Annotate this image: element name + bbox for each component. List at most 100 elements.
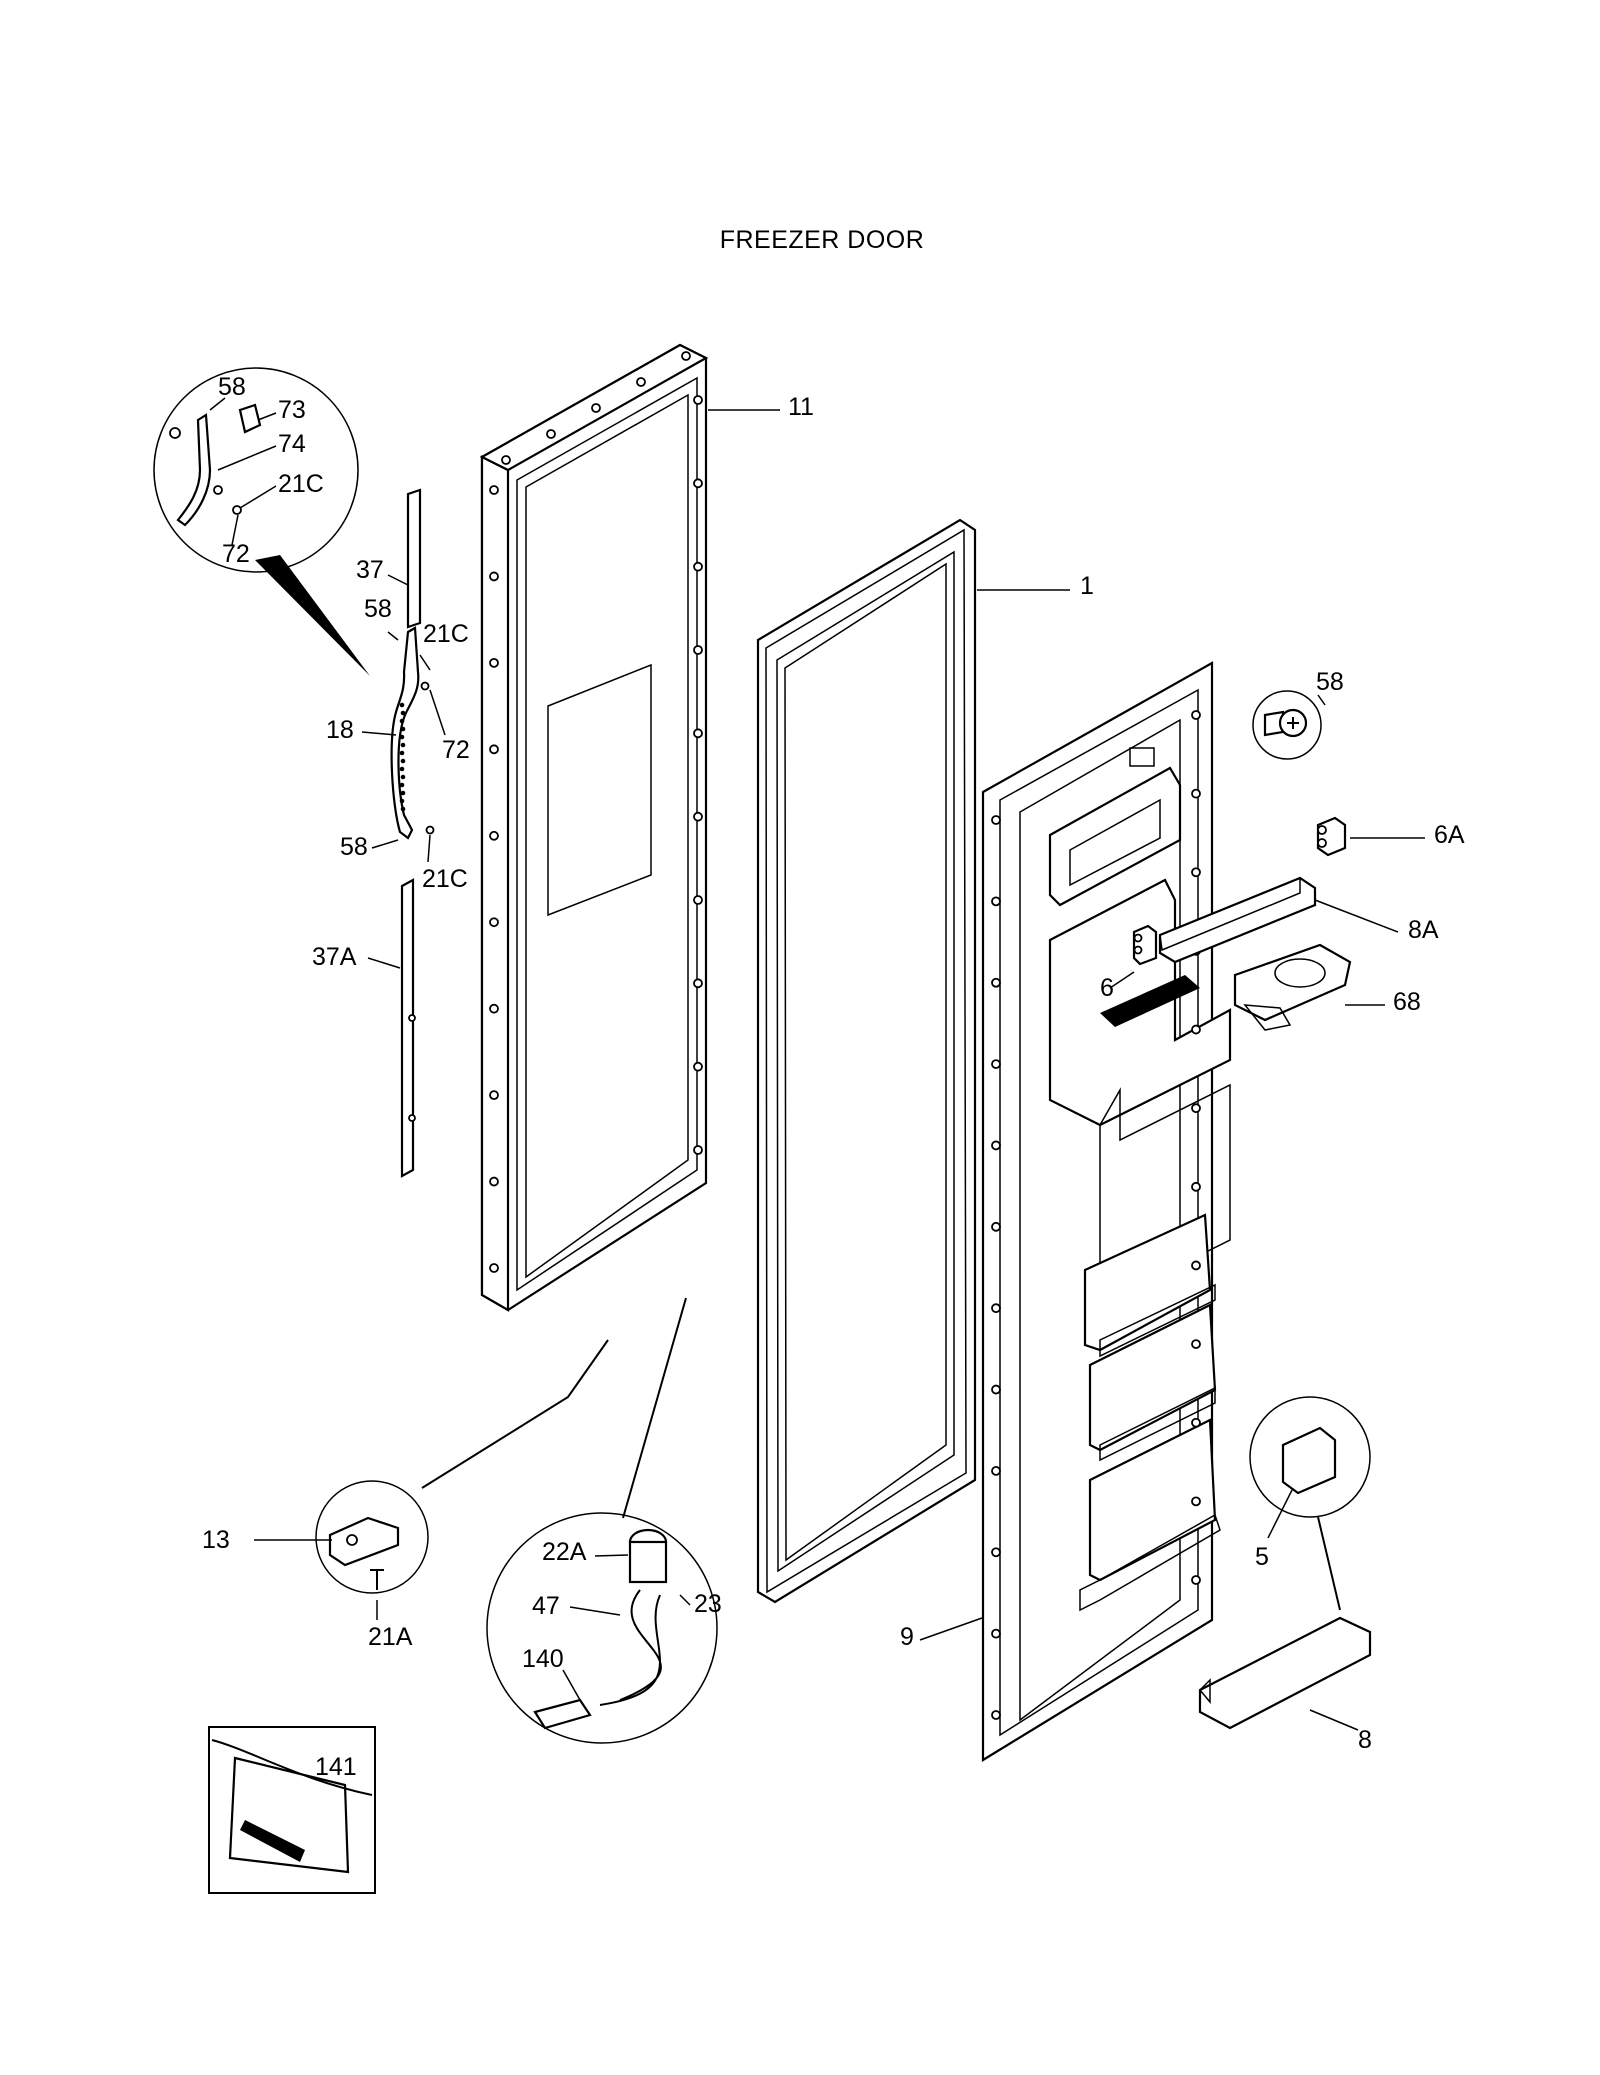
leader-line-c5 xyxy=(1267,1489,1293,1539)
handle-grip-dot xyxy=(399,750,405,756)
liner-left-hole xyxy=(991,1303,1001,1314)
frame-left-hole xyxy=(489,917,499,928)
callout-label-c6: 6 xyxy=(1100,974,1114,1002)
callout-label-c58c: 58 xyxy=(340,833,368,861)
liner-right-hole xyxy=(1191,1260,1201,1271)
bracket-part-8 xyxy=(1198,1616,1372,1730)
frame-left-hole xyxy=(489,485,499,495)
hinge-detail-circle-13 xyxy=(315,1480,429,1594)
leader-line-c22a xyxy=(594,1554,629,1557)
door-frame-part-11 xyxy=(479,343,709,1312)
leader-line-c58a xyxy=(209,397,226,411)
frame-right-hole xyxy=(693,645,703,655)
callout-label-c18: 18 xyxy=(326,716,354,744)
callout-label-c8a: 8A xyxy=(1408,916,1439,944)
liner-right-hole xyxy=(1191,788,1201,799)
frame-top-hole xyxy=(681,351,691,361)
callout-label-c58a: 58 xyxy=(218,373,246,401)
liner-left-hole xyxy=(991,1547,1001,1558)
callout-label-c21c_b: 21C xyxy=(423,620,469,648)
frame-left-hole xyxy=(489,657,499,668)
frame-left-hole xyxy=(489,1263,499,1273)
frame-right-hole xyxy=(693,1145,703,1155)
leader-line-c18 xyxy=(361,731,397,736)
frame-top-hole xyxy=(636,377,646,387)
callout-label-c47: 47 xyxy=(532,1592,560,1620)
handle-grip-dot xyxy=(399,782,405,788)
liner-left-hole xyxy=(991,1140,1001,1151)
callout-label-c37a: 37A xyxy=(312,943,357,971)
handle-grip-dot xyxy=(400,726,406,732)
leader-line-c72_a xyxy=(231,514,239,546)
detail-link-switch xyxy=(622,1297,687,1519)
frame-right-hole xyxy=(693,728,703,739)
callout-label-c68: 68 xyxy=(1393,988,1421,1016)
callout-label-c13: 13 xyxy=(202,1526,230,1554)
callout-leaders xyxy=(209,397,1425,1731)
handle-grip-dot xyxy=(400,774,406,780)
leader-line-c73 xyxy=(257,412,277,421)
callout-label-c1: 1 xyxy=(1080,572,1094,600)
liner-right-hole xyxy=(1191,1496,1201,1507)
leader-line-c8 xyxy=(1309,1709,1359,1731)
frame-left-hole xyxy=(489,1090,499,1101)
handle-grip-dot xyxy=(400,806,406,812)
handle-grip-dot xyxy=(400,790,406,796)
frame-top-hole xyxy=(591,403,601,413)
liner-left-hole xyxy=(991,1466,1001,1476)
bracket-part-6 xyxy=(1132,924,1158,966)
handle-grip-dot xyxy=(400,710,406,716)
frame-right-hole xyxy=(693,478,703,489)
inset-box-141 xyxy=(208,1726,376,1894)
trim-part-37a xyxy=(400,878,416,1178)
leader-line-c8a xyxy=(1314,899,1399,933)
leader-line-c37a xyxy=(367,957,401,969)
detail-link-13 xyxy=(421,1339,609,1489)
callout-label-c58b: 58 xyxy=(364,595,392,623)
rail-part-8a xyxy=(1158,876,1317,964)
leader-line-c23 xyxy=(679,1594,691,1606)
screw-detail-58 xyxy=(1252,690,1322,760)
frame-top-hole xyxy=(501,455,511,465)
liner-right-hole xyxy=(1191,1024,1201,1035)
frame-left-hole xyxy=(489,1176,499,1187)
callout-label-c23: 23 xyxy=(694,1590,722,1618)
leader-line-c74 xyxy=(217,445,277,471)
leader-line-c58b xyxy=(387,631,399,641)
callout-label-c141: 141 xyxy=(315,1753,357,1781)
callout-label-c21c_c: 21C xyxy=(422,865,468,893)
leader-line-c9 xyxy=(919,1617,983,1641)
callout-label-c72_a: 72 xyxy=(222,540,250,568)
callout-label-c58d: 58 xyxy=(1316,668,1344,696)
callout-label-c73: 73 xyxy=(278,396,306,424)
liner-left-hole xyxy=(991,977,1001,988)
callout-label-c72_b: 72 xyxy=(442,736,470,764)
gasket-part-1 xyxy=(756,518,977,1604)
leader-line-c58c xyxy=(371,839,399,849)
detail-link-5 xyxy=(1317,1516,1341,1611)
callout-label-c21c_a: 21C xyxy=(278,470,324,498)
callout-label-c21a: 21A xyxy=(368,1623,413,1651)
callout-labels: 11158737421C72375821C18725821C37A586A8A6… xyxy=(202,373,1465,1781)
hinge-detail-circle xyxy=(153,367,370,676)
handle-part-18 xyxy=(390,626,435,840)
callout-label-c74: 74 xyxy=(278,430,306,458)
door-liner-part-9 xyxy=(981,661,1232,1762)
handle-grip-dot xyxy=(399,718,405,724)
trim-part-37 xyxy=(406,488,422,629)
frame-right-hole xyxy=(693,1061,703,1072)
bracket-part-6a xyxy=(1316,816,1347,857)
leader-line-c21c_b xyxy=(419,654,431,671)
liner-left-hole xyxy=(991,896,1001,907)
liner-left-hole xyxy=(991,1059,1001,1069)
callout-label-c6a: 6A xyxy=(1434,821,1465,849)
callout-label-c5: 5 xyxy=(1255,1543,1269,1571)
callout-label-c11: 11 xyxy=(788,393,814,421)
handle-grip-dot xyxy=(399,702,405,708)
frame-left-hole xyxy=(489,571,499,582)
liner-right-hole xyxy=(1191,1575,1201,1585)
liner-right-hole xyxy=(1191,1103,1201,1114)
insert-detail-5 xyxy=(1249,1396,1371,1518)
diagram-title: FREEZER DOOR xyxy=(720,226,925,254)
